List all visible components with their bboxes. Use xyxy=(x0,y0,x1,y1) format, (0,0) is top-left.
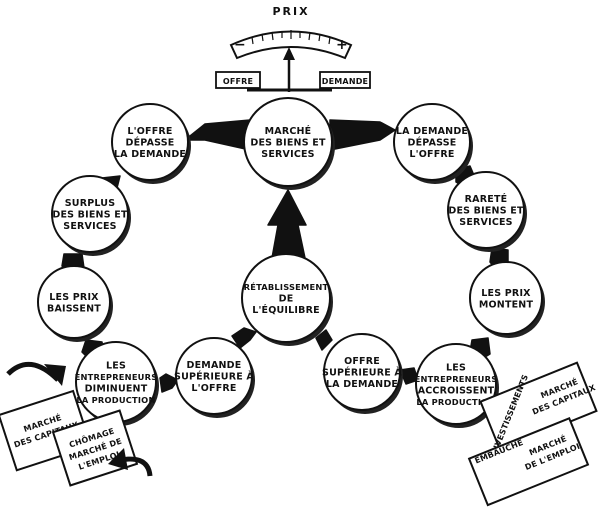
node-label-line: MARCHÉ xyxy=(265,125,312,137)
node-label-line: LES xyxy=(106,360,126,371)
arrow-right-5-center xyxy=(315,329,333,351)
node-label-line: RÉTABLISSEMENT xyxy=(244,281,329,292)
node-label-line: MONTENT xyxy=(479,299,534,310)
node-label-line: LA PRODUCTION xyxy=(416,397,495,407)
node-label-line: SUPÉRIEURE À xyxy=(322,367,402,379)
gauge-plus: + xyxy=(336,37,348,53)
node-label-line: OFFRE xyxy=(344,356,380,367)
node-label-line: LES PRIX xyxy=(49,292,99,303)
node-label-line: LA PRODUCTION xyxy=(76,395,155,405)
node-label-line: SURPLUS xyxy=(65,198,116,209)
node-label-line: DE xyxy=(279,294,294,305)
node-circle xyxy=(243,97,333,187)
node-circle xyxy=(175,337,253,415)
gauge-needle-tip xyxy=(283,47,295,60)
node-label-line: SUPÉRIEURE À xyxy=(174,371,254,383)
node-circle xyxy=(37,265,111,339)
node-label-line: LA DEMANDE xyxy=(114,149,186,160)
node-label-line: L'OFFRE xyxy=(409,149,454,160)
node-circle xyxy=(75,341,157,423)
left-curl-arrow-bottom-head xyxy=(108,448,128,470)
gauge-ticks xyxy=(251,30,331,45)
node-label-line: ENTREPRENEURS xyxy=(75,372,158,382)
left-markets: MARCHÉ DES CAPITAUX CHÔMAGE MARCHÉ DE L'… xyxy=(0,362,153,487)
right-markets: MARCHÉ DES CAPITAUX INVESTISSEMENTS MARC… xyxy=(467,361,598,507)
node-label-line: ENTREPRENEURS xyxy=(415,374,498,384)
gauge-demande-label: DEMANDE xyxy=(322,77,368,86)
node-label-line: LA DEMANDE xyxy=(326,379,398,390)
node-center-mid: RÉTABLISSEMENT DEL'ÉQUILIBRE xyxy=(241,253,333,346)
node-label-line: DES BIENS ET xyxy=(250,138,326,149)
arrow-to-demande-depasse xyxy=(329,119,396,151)
arrow-to-marche xyxy=(267,189,307,259)
node-label-line: SERVICES xyxy=(459,217,512,228)
node-label-line: BAISSENT xyxy=(47,303,101,314)
node-label-line: SERVICES xyxy=(261,149,314,160)
node-label-line: DES BIENS ET xyxy=(448,206,524,217)
node-circle xyxy=(447,171,525,249)
left-curl-arrow-top xyxy=(6,362,60,382)
node-circle xyxy=(469,261,543,335)
left-curl-arrow-top-head xyxy=(44,364,66,386)
node-label-line: LES PRIX xyxy=(481,288,531,299)
arrow-left-4-5 xyxy=(159,373,179,393)
node-circle xyxy=(51,175,129,253)
node-label-line: L'OFFRE xyxy=(191,383,236,394)
node-circle xyxy=(111,103,189,181)
node-circle xyxy=(393,103,471,181)
gauge-title: PRIX xyxy=(272,5,309,18)
box-marche-emploi-right: MARCHÉ DE L'EMPLOI xyxy=(467,416,590,507)
node-circle xyxy=(323,333,401,411)
node-label-line: LES xyxy=(446,362,466,373)
gauge-demande-box xyxy=(319,71,371,89)
node-label-line: DÉPASSE xyxy=(408,137,457,149)
node-label-line: DES BIENS ET xyxy=(52,210,128,221)
node-circle xyxy=(241,253,331,343)
gauge-dial xyxy=(229,30,353,60)
price-gauge: PRIX − + OFFRE DEMANDE xyxy=(215,5,371,92)
gauge-minus: − xyxy=(234,37,246,53)
box-marche-capitaux-right: MARCHÉ DES CAPITAUX xyxy=(479,361,598,452)
node-label-line: DÉPASSE xyxy=(126,137,175,149)
node-label-line: L'OFFRE xyxy=(127,126,172,137)
node-label-line: L'ÉQUILIBRE xyxy=(252,304,320,316)
arrow-to-offre-depasse xyxy=(184,119,251,151)
box-marche-emploi-left: CHÔMAGE MARCHÉ DE L'EMPLOI xyxy=(51,409,139,487)
gauge-offre-box xyxy=(215,71,261,89)
node-label-line: SERVICES xyxy=(63,221,116,232)
node-label-line: ACCROISSENT xyxy=(418,385,495,396)
node-label-line: DIMINUENT xyxy=(85,383,148,394)
node-label-line: DEMANDE xyxy=(187,360,242,371)
node-label-line: LA DEMANDE xyxy=(396,126,468,137)
node-circle xyxy=(415,343,497,425)
gauge-offre-label: OFFRE xyxy=(223,77,253,86)
node-label-line: RARETÉ xyxy=(465,193,508,205)
